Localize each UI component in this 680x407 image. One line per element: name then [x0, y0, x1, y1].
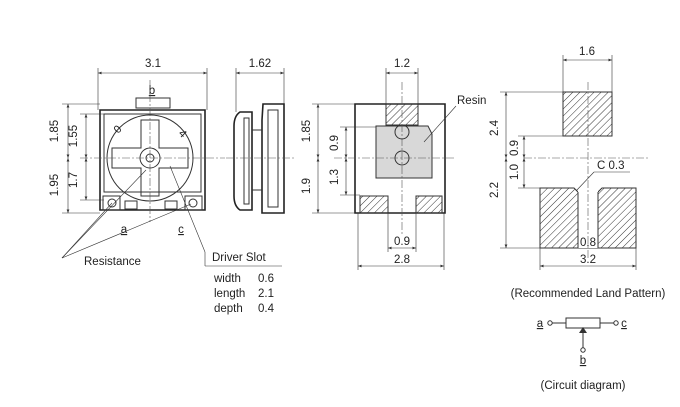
driver-slot-width-name: width: [213, 273, 241, 285]
front-view: 3.1 b 0 4 1.85 1.55 1.95: [49, 58, 225, 236]
driver-slot-cross: [111, 119, 189, 197]
land-pattern-caption: (Recommended Land Pattern): [511, 288, 666, 300]
resistor-symbol: [565, 317, 601, 329]
driver-slot-length-value: 2.1: [258, 288, 274, 300]
front-top-height-inner: 1.55: [68, 125, 80, 147]
land-width-top-label: 1.6: [579, 46, 595, 58]
side-knob: [233, 111, 253, 211]
back-left-dim-2: 0.9: [329, 135, 341, 151]
terminal-c-label: c: [178, 224, 184, 236]
resin-area: [375, 125, 433, 179]
side-body: [261, 103, 285, 214]
side-view: 1.62: [226, 58, 296, 214]
back-width-top-label: 1.2: [394, 58, 410, 70]
terminal-a: [102, 195, 121, 211]
circuit-caption: (Circuit diagram): [541, 380, 626, 392]
circuit-b-label: b: [580, 355, 586, 367]
side-width-label: 1.62: [249, 58, 271, 70]
driver-slot-depth-value: 0.4: [258, 303, 275, 315]
driver-slot-callout: Driver Slot width 0.6 length 2.1 depth 0…: [169, 165, 282, 315]
svg-text:4: 4: [176, 128, 189, 141]
back-terminal-left: [359, 195, 389, 214]
front-bottom-height-outer: 1.95: [49, 174, 61, 196]
resistance-label: Resistance: [84, 256, 141, 268]
land-pattern-view: 1.6 2.4 0.9 1.0 2.2 C 0.3 0.8 3.2 (Recom…: [489, 46, 666, 300]
slot-width-label: 0.8: [580, 237, 596, 249]
front-width-label: 3.1: [145, 58, 161, 70]
driver-slot-length-name: length: [214, 288, 245, 300]
driver-slot-title: Driver Slot: [212, 252, 266, 264]
driver-slot-depth-name: depth: [214, 303, 243, 315]
circuit-diagram: a c b (Circuit diagram): [537, 317, 627, 392]
land-left-dim-3: 1.0: [509, 164, 521, 180]
back-bottom-inner-label: 0.9: [394, 236, 410, 248]
front-top-height-outer: 1.85: [49, 120, 61, 142]
land-left-dim-2: 0.9: [509, 140, 521, 156]
terminal-b-label: b: [149, 85, 155, 97]
back-left-dim-1: 1.85: [301, 120, 313, 142]
resin-label: Resin: [457, 95, 486, 107]
land-top-pad: [562, 91, 613, 137]
resistance-callout: Resistance: [61, 169, 192, 268]
land-width-bottom-label: 3.2: [580, 254, 596, 266]
front-bottom-height-inner: 1.7: [68, 172, 80, 188]
back-bottom-outer-label: 2.8: [394, 254, 410, 266]
terminal-c: [184, 195, 203, 211]
front-body: [99, 109, 206, 211]
land-left-dim-4: 2.2: [489, 182, 501, 198]
back-view: 1.2 Resin 1.85 0.9 1.3 1.9: [301, 58, 486, 270]
circuit-c-label: c: [621, 318, 627, 330]
back-left-dim-3: 1.3: [329, 169, 341, 185]
land-left-dim-1: 2.4: [489, 119, 501, 136]
circuit-a-label: a: [537, 318, 544, 330]
chamfer-label: C 0.3: [597, 160, 625, 172]
terminal-a-label: a: [121, 224, 128, 236]
terminal-b: [135, 97, 171, 109]
driver-slot-width-value: 0.6: [258, 273, 274, 285]
back-left-dim-4: 1.9: [301, 178, 313, 194]
back-terminal-right: [415, 195, 443, 214]
